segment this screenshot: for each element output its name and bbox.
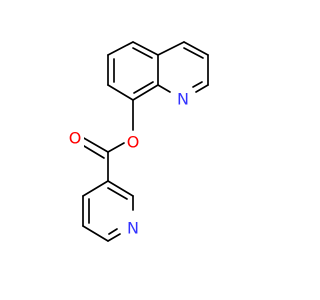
bond (195, 84, 209, 93)
atom-mask (68, 127, 84, 147)
bond (107, 41, 134, 56)
bond (132, 47, 153, 59)
bond (81, 136, 109, 153)
bond (108, 228, 118, 235)
bond (107, 84, 134, 101)
atom-label-carbonyl-oxygen: O (69, 129, 82, 148)
atom-label-nitrogen-pyridine: N (127, 219, 139, 238)
bond (107, 187, 128, 200)
bond (132, 41, 159, 56)
bond (157, 41, 185, 56)
bond (183, 47, 204, 59)
bond (82, 180, 109, 197)
atom-label-nitrogen-quinoline: N (177, 90, 189, 109)
bond (183, 41, 209, 56)
atom-mask (126, 131, 142, 151)
atom-label-ester-oxygen: O (127, 133, 140, 152)
bond (82, 225, 109, 242)
structure-diagram: N O O N (68, 41, 209, 242)
bond (107, 142, 125, 153)
bond (133, 81, 154, 94)
bond (157, 84, 171, 93)
bond (107, 180, 134, 197)
bond (192, 81, 203, 88)
bond (132, 84, 159, 101)
molecule-drawing: N O O N (68, 41, 209, 242)
bond (107, 233, 121, 242)
atom-mask (125, 218, 141, 238)
atom-mask (176, 88, 192, 108)
